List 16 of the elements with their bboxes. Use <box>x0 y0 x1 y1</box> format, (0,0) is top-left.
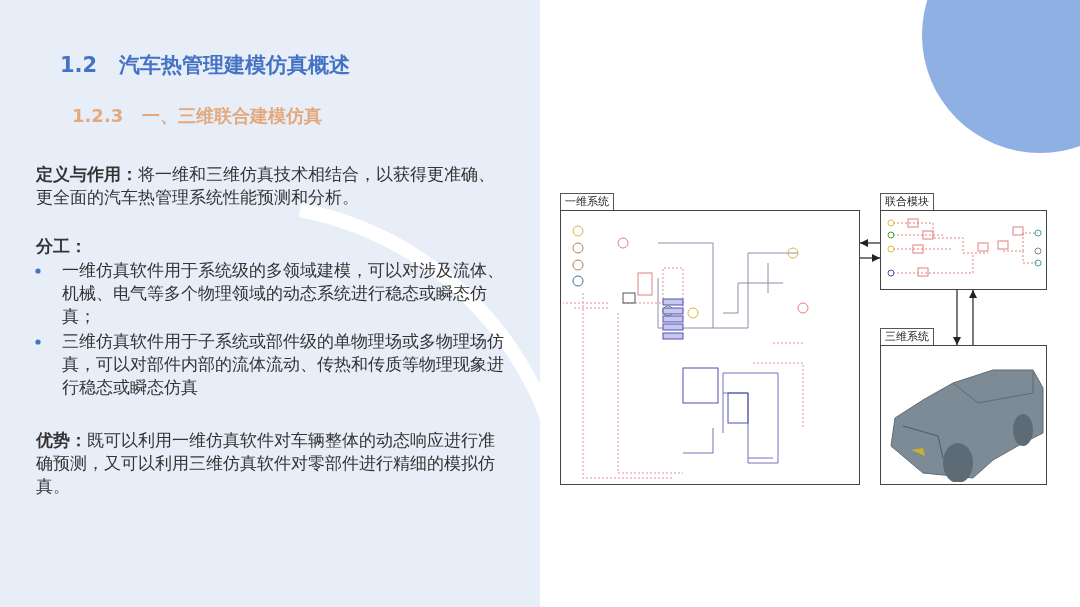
paragraph-heading: 分工： <box>36 235 88 258</box>
arrow <box>953 289 961 346</box>
system-panel <box>880 193 1047 290</box>
arrow <box>969 289 977 346</box>
bullet-text: 一维仿真软件用于系统级的多领域建模，可以对涉及流体、机械、电气等多个物理领域的动态系统进行稳态或瞬态仿真； <box>62 259 505 328</box>
paragraph: 优势：既可以利用一维仿真软件对车辆整体的动态响应进行准确预测，又可以利用三维仿真软件对零部件进行精细的模拟仿真。 <box>36 429 496 498</box>
slide-title: 1.2 汽车热管理建模仿真概述 <box>60 52 350 79</box>
paragraph: 定义与作用：将一维和三维仿真技术相结合，以获得更准确、更全面的汽车热管理系统性能预测和分析。 <box>36 163 496 209</box>
arrow <box>859 254 881 262</box>
panel-heading: 三维系统 <box>880 328 934 345</box>
bullet-text: 三维仿真软件用于子系统或部件级的单物理场或多物理场仿真，可以对部件内部的流体流动、传热和传质等物理现象进行稳态或瞬态仿真 <box>62 330 505 399</box>
panel-heading: 联合模块 <box>880 193 934 210</box>
arrow <box>859 239 881 247</box>
system-panel <box>880 328 1047 485</box>
panel-heading: 一维系统 <box>560 193 614 210</box>
section-heading: 1.2.3 一、三维联合建模仿真 <box>72 104 322 128</box>
